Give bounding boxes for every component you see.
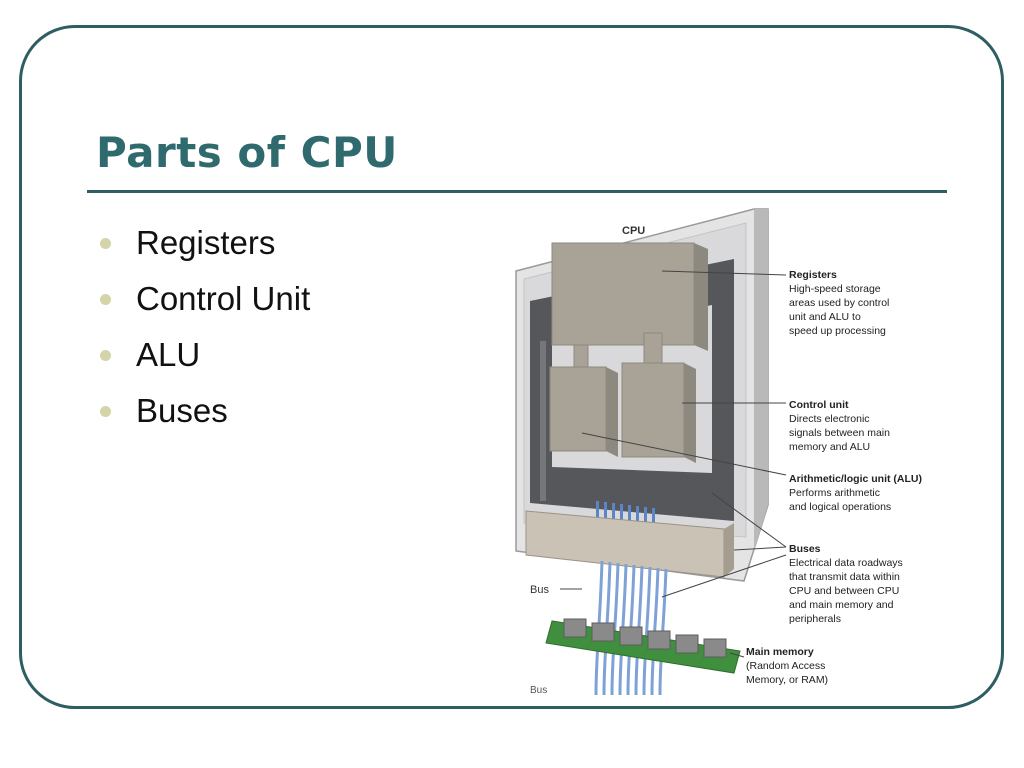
- control-unit-block: [621, 362, 685, 458]
- callout-registers: Registers High-speed storage areas used …: [789, 269, 889, 337]
- callout-line: signals between main: [789, 427, 890, 439]
- cpu-diagram-svg: CPU Bus Bus Registers High-speed storage…: [515, 208, 922, 696]
- alu-block: [549, 366, 607, 452]
- callout-alu: Arithmetic/logic unit (ALU) Performs ari…: [789, 473, 922, 513]
- cpu-case-side: [754, 209, 768, 551]
- callout-control-unit: Control unit Directs electronic signals …: [789, 399, 890, 453]
- bus-label: Bus: [530, 584, 549, 596]
- bullet-item-alu: ALU: [100, 334, 310, 390]
- bullet-text: Buses: [136, 392, 228, 429]
- bullet-dot-icon: [100, 238, 111, 249]
- memory-chips: [563, 618, 727, 658]
- bullet-dot-icon: [100, 294, 111, 305]
- internal-bus-wires: [596, 501, 655, 526]
- register-connector: [573, 344, 589, 370]
- callout-line: speed up processing: [789, 325, 886, 337]
- callout-line: Electrical data roadways: [789, 557, 903, 569]
- bus-bottom-label: Bus: [530, 685, 547, 695]
- bullet-dot-icon: [100, 406, 111, 417]
- bullet-dot-icon: [100, 350, 111, 361]
- callout-heading: Control unit: [789, 399, 849, 411]
- callout-line: peripherals: [789, 613, 841, 625]
- bullet-text: Registers: [136, 224, 276, 261]
- callout-heading: Registers: [789, 269, 837, 281]
- control-unit-side: [684, 363, 696, 463]
- callout-main-memory: Main memory (Random Access Memory, or RA…: [746, 646, 828, 686]
- bus-connector-side: [724, 523, 734, 577]
- callout-leader-lines: [560, 270, 787, 658]
- bullet-item-control-unit: Control Unit: [100, 278, 310, 334]
- bullet-item-buses: Buses: [100, 390, 310, 446]
- callout-line: that transmit data within: [789, 571, 900, 583]
- title-divider: [87, 190, 947, 193]
- callout-heading: Buses: [789, 543, 821, 555]
- bus-ring-shade: [540, 341, 546, 501]
- slide-frame: [19, 25, 1004, 709]
- callout-line: High-speed storage: [789, 283, 881, 295]
- callout-line: areas used by control: [789, 297, 889, 309]
- registers-side: [694, 243, 708, 351]
- bullet-list: Registers Control Unit ALU Buses: [100, 222, 310, 446]
- callout-line: and main memory and: [789, 599, 894, 611]
- callout-line: memory and ALU: [789, 441, 870, 453]
- cpu-diagram: CPU Bus Bus Registers High-speed storage…: [512, 205, 952, 696]
- cpu-label: CPU: [622, 225, 645, 237]
- callout-line: Memory, or RAM): [746, 674, 828, 686]
- callout-line: (Random Access: [746, 660, 825, 672]
- bullet-text: Control Unit: [136, 280, 311, 317]
- slide-title: Parts of CPU: [96, 128, 398, 177]
- callout-line: and logical operations: [789, 501, 891, 513]
- alu-side: [606, 367, 618, 457]
- callout-line: Directs electronic: [789, 413, 870, 425]
- callout-heading: Main memory: [746, 646, 814, 658]
- registers-block: [551, 242, 695, 346]
- bullet-item-registers: Registers: [100, 222, 310, 278]
- callout-heading: Arithmetic/logic unit (ALU): [789, 473, 922, 485]
- callout-line: Performs arithmetic: [789, 487, 880, 499]
- callout-line: unit and ALU to: [789, 311, 861, 323]
- bullet-text: ALU: [136, 336, 201, 373]
- callout-line: CPU and between CPU: [789, 585, 899, 597]
- callout-buses: Buses Electrical data roadways that tran…: [789, 543, 903, 625]
